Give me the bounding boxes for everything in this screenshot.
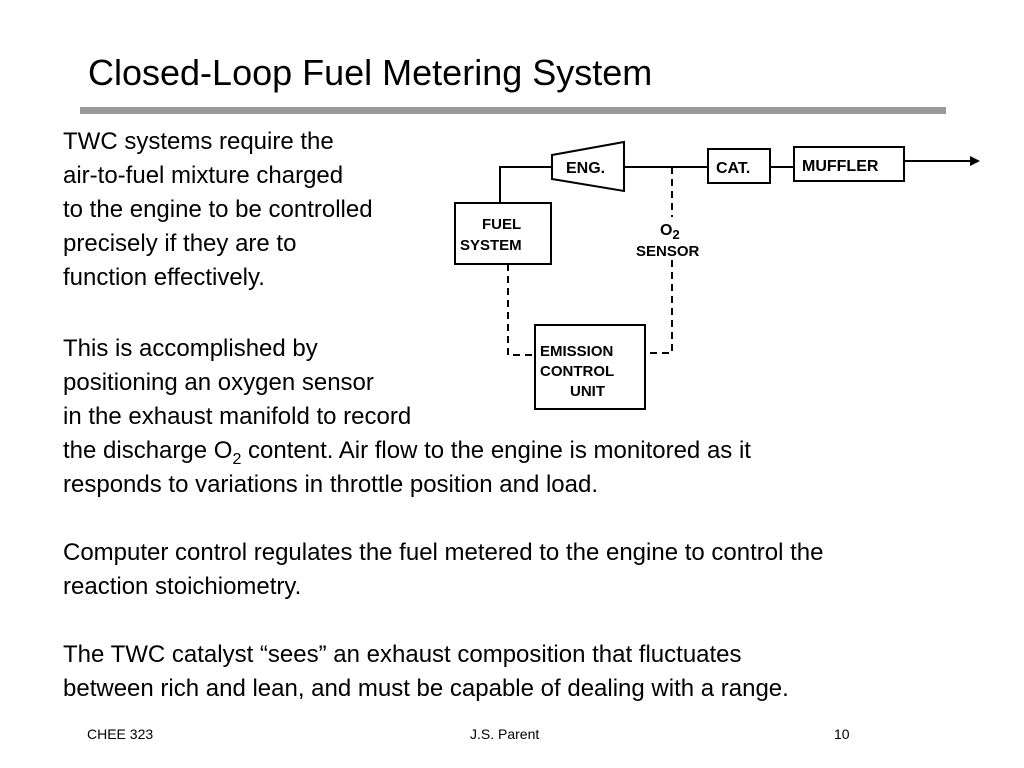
catalyst-label: CAT. bbox=[716, 160, 750, 177]
o2-sensor-label: O2 bbox=[660, 222, 680, 242]
muffler-label: MUFFLER bbox=[802, 158, 879, 175]
fuel-system-label: SYSTEM bbox=[460, 237, 522, 254]
signal-line-fuel bbox=[507, 264, 535, 356]
text-fragment: the discharge O bbox=[63, 437, 233, 464]
text-line: between rich and lean, and must be capab… bbox=[63, 675, 789, 702]
paragraph-twc-requirement: TWC systems require the air-to-fuel mixt… bbox=[63, 125, 373, 295]
fuel-line bbox=[499, 166, 552, 203]
footer-course: CHEE 323 bbox=[87, 726, 154, 742]
paragraph-oxygen-sensor: This is accomplished by positioning an o… bbox=[63, 332, 751, 502]
emission-control-unit-block bbox=[534, 324, 646, 410]
title-divider bbox=[80, 107, 946, 114]
text-line: the discharge O2 content. Air flow to th… bbox=[63, 434, 751, 468]
subscript-two: 2 bbox=[232, 450, 242, 468]
text-line: to the engine to be controlled bbox=[63, 196, 373, 223]
paragraph-twc-catalyst: The TWC catalyst “sees” an exhaust compo… bbox=[63, 638, 789, 706]
ecu-label: UNIT bbox=[570, 383, 605, 400]
text-line: The TWC catalyst “sees” an exhaust compo… bbox=[63, 641, 742, 668]
text-fragment: content. Air flow to the engine is monit… bbox=[241, 437, 751, 464]
arrow-head bbox=[970, 156, 980, 166]
ecu-label: EMISSION bbox=[540, 343, 613, 360]
text-line: Computer control regulates the fuel mete… bbox=[63, 539, 824, 566]
fuel-metering-diagram: ENG. CAT. MUFFLER FUEL SYSTEM O2 SENSOR … bbox=[454, 140, 980, 410]
o2-sensor-label: SENSOR bbox=[636, 243, 700, 260]
text-line: reaction stoichiometry. bbox=[63, 573, 302, 600]
text-line: in the exhaust manifold to record bbox=[63, 403, 412, 430]
engine-label: ENG. bbox=[566, 160, 605, 177]
signal-line-sensor bbox=[645, 260, 673, 354]
slide-title: Closed-Loop Fuel Metering System bbox=[88, 52, 653, 93]
fuel-system-label: FUEL bbox=[482, 216, 521, 233]
footer-page-number: 10 bbox=[834, 726, 850, 742]
text-line: air-to-fuel mixture charged bbox=[63, 162, 344, 189]
text-line: precisely if they are to bbox=[63, 230, 297, 257]
text-line: TWC systems require the bbox=[63, 128, 334, 155]
paragraph-computer-control: Computer control regulates the fuel mete… bbox=[63, 536, 823, 604]
o2-subscript: 2 bbox=[672, 227, 679, 242]
fuel-system-block bbox=[454, 202, 552, 265]
text-line: This is accomplished by bbox=[63, 335, 318, 362]
footer-author: J.S. Parent bbox=[470, 726, 540, 742]
ecu-label: CONTROL bbox=[540, 363, 614, 380]
engine-block bbox=[551, 140, 625, 193]
text-line: function effectively. bbox=[63, 264, 265, 291]
text-line: positioning an oxygen sensor bbox=[63, 369, 374, 396]
muffler-block bbox=[793, 146, 905, 182]
o2-symbol: O bbox=[660, 222, 672, 239]
text-line: responds to variations in throttle posit… bbox=[63, 471, 598, 498]
